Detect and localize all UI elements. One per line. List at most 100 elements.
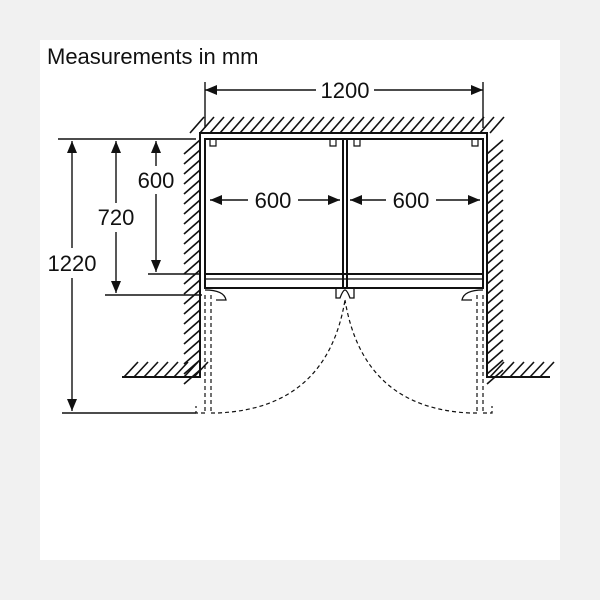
hatch-line <box>183 219 201 235</box>
hatch-line <box>486 169 504 185</box>
hatch-line <box>183 179 201 195</box>
hatch-line <box>199 116 215 134</box>
hatch-line <box>486 239 504 255</box>
hatch-line <box>183 239 201 255</box>
right-door-width-label: 600 <box>393 188 430 213</box>
hatch-line <box>486 339 504 355</box>
cabinet-depth-label: 600 <box>138 168 175 193</box>
hatch-line <box>183 299 201 315</box>
hatch-line <box>486 179 504 195</box>
hatch-line <box>239 116 255 134</box>
hatch-line <box>183 159 201 175</box>
hatch-line <box>163 361 179 378</box>
hatch-line <box>486 229 504 245</box>
hatch-line <box>229 116 245 134</box>
hatch-line <box>486 259 504 275</box>
hatch-line <box>486 219 504 235</box>
hatch-line <box>189 116 205 134</box>
hatch-line <box>486 139 504 155</box>
hatch-line <box>379 116 395 134</box>
hatch-line <box>143 361 159 378</box>
hatch-line <box>309 116 325 134</box>
hatch-line <box>183 139 201 155</box>
hatch-line <box>486 319 504 335</box>
hatch-line <box>183 229 201 245</box>
hatch-line <box>183 259 201 275</box>
hatch-line <box>479 116 495 134</box>
hatch-line <box>499 361 515 378</box>
depth-with-doors-label: 720 <box>98 205 135 230</box>
appliance-body <box>204 138 484 289</box>
hatch-line <box>399 116 415 134</box>
hatch-line <box>183 189 201 205</box>
hatch-line <box>486 369 504 385</box>
hatch-line <box>183 269 201 285</box>
hatch-line <box>486 209 504 225</box>
hatch-line <box>183 279 201 295</box>
hatch-line <box>489 116 505 134</box>
hatch-line <box>419 116 435 134</box>
hatch-line <box>183 149 201 165</box>
hatch-line <box>486 269 504 285</box>
hatch-line <box>449 116 465 134</box>
hatch-line <box>299 116 315 134</box>
hatch-line <box>529 361 545 378</box>
hatch-line <box>486 249 504 265</box>
hatch-line <box>123 361 139 378</box>
depth-doors-open-label: 1220 <box>48 251 97 276</box>
hatch-line <box>409 116 425 134</box>
hatch-line <box>469 116 485 134</box>
hatch-line <box>183 209 201 225</box>
hatch-line <box>486 309 504 325</box>
hatch-line <box>486 359 504 375</box>
hatch-line <box>486 279 504 295</box>
door-hinges <box>204 289 484 301</box>
hatch-line <box>539 361 555 378</box>
hatch-line <box>486 289 504 305</box>
hatch-line <box>486 159 504 175</box>
hatch-line <box>183 169 201 185</box>
hatch-line <box>183 361 199 378</box>
hatch-line <box>509 361 525 378</box>
hatch-line <box>183 309 201 325</box>
diagram-title: Measurements in mm <box>47 44 259 69</box>
hatch-line <box>183 249 201 265</box>
hatch-line <box>486 299 504 315</box>
wall-niche-outline <box>122 132 550 378</box>
hatch-line <box>486 189 504 205</box>
hatch-line <box>209 116 225 134</box>
hatch-line <box>486 349 504 365</box>
dimension-lines <box>58 82 484 414</box>
hatch-line <box>183 289 201 305</box>
hatch-line <box>173 361 189 378</box>
hatch-line <box>486 329 504 345</box>
diagram-canvas <box>40 40 560 560</box>
hatch-line <box>339 116 355 134</box>
hatch-line <box>133 361 149 378</box>
hatch-line <box>153 361 169 378</box>
hatch-line <box>369 116 385 134</box>
hatch-line <box>319 116 335 134</box>
hatch-line <box>486 149 504 165</box>
hatch-line <box>289 116 305 134</box>
hatch-line <box>183 319 201 335</box>
hatch-line <box>219 116 235 134</box>
hatch-line <box>439 116 455 134</box>
hatch-line <box>329 116 345 134</box>
hatch-line <box>183 349 201 365</box>
hatch-line <box>429 116 445 134</box>
hatch-line <box>359 116 375 134</box>
hatch-line <box>193 361 209 378</box>
door-swing-paths <box>195 295 493 414</box>
hatch-line <box>279 116 295 134</box>
hatch-line <box>519 361 535 378</box>
total-width-label: 1200 <box>321 78 370 103</box>
wall-hatching <box>123 116 555 385</box>
hatch-line <box>183 339 201 355</box>
hatch-line <box>459 116 475 134</box>
hatch-line <box>183 329 201 345</box>
hatch-line <box>183 199 201 215</box>
hatch-line <box>389 116 405 134</box>
hatch-line <box>486 199 504 215</box>
